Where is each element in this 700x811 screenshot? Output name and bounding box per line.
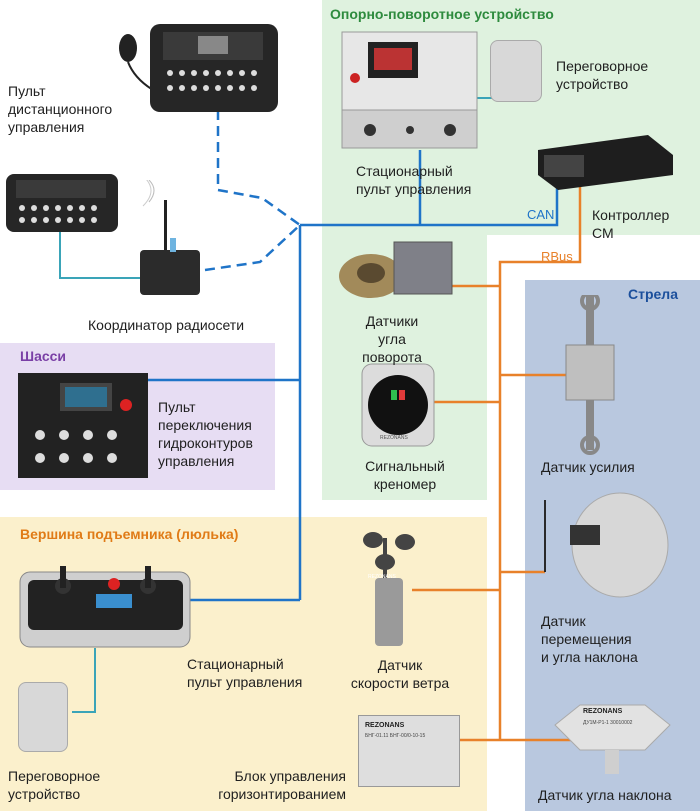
can-trunk-main bbox=[300, 180, 559, 227]
label-tilt-sensor: Датчик угла наклона bbox=[538, 787, 672, 803]
force-sensor-device bbox=[565, 295, 615, 455]
label-coordinator: Координатор радиосети bbox=[88, 317, 245, 333]
intercom-top-device bbox=[490, 40, 542, 102]
can-bus-label: CAN bbox=[527, 207, 555, 222]
zone-title-opu: Опорно-поворотное устройство bbox=[330, 6, 554, 22]
can-wireless-link-coordinator bbox=[204, 224, 301, 272]
tilt-brand: REZONANS bbox=[583, 708, 623, 715]
zone-title-shassi: Шасси bbox=[20, 348, 67, 364]
signal-inclinometer-device bbox=[361, 363, 435, 447]
remote-control-device-2 bbox=[6, 174, 118, 232]
wind-sensor-device bbox=[363, 532, 415, 646]
wind-brand: REZONANS bbox=[368, 574, 396, 580]
leveling-model: БНГ-01.11 БНГ-00/0-10-15 bbox=[365, 733, 426, 739]
tilt-model: ДУ1М-Р1-1 30010002 bbox=[583, 720, 633, 726]
label-force-sensor: Датчик усилия bbox=[541, 459, 635, 475]
rbus-main bbox=[498, 180, 582, 740]
leveling-block-device bbox=[358, 715, 460, 787]
displacement-sensor-device bbox=[570, 492, 669, 598]
intercom-bottom-link bbox=[72, 648, 96, 713]
controller-sm-device bbox=[538, 135, 673, 190]
leveling-brand: REZONANS bbox=[365, 722, 405, 729]
stationary-panel-opu-device bbox=[341, 31, 478, 149]
tilt-sensor-device bbox=[554, 704, 671, 774]
chassis-panel-device bbox=[18, 373, 148, 478]
radio-coordinator-device bbox=[140, 180, 200, 295]
zone-title-strela: Стрела bbox=[628, 286, 678, 302]
inclinometer-brand: REZONANS bbox=[380, 435, 408, 441]
intercom-bottom-device bbox=[18, 682, 68, 752]
stationary-panel-cradle-device bbox=[19, 566, 191, 648]
can-wireless-link-remote bbox=[216, 110, 301, 227]
rbus-label: RBus bbox=[541, 249, 573, 264]
rotation-sensor-device bbox=[339, 241, 453, 298]
remote-control-device bbox=[119, 24, 278, 112]
coordinator-base-link bbox=[59, 230, 140, 279]
zone-title-vershina: Вершина подъемника (люлька) bbox=[20, 526, 239, 542]
